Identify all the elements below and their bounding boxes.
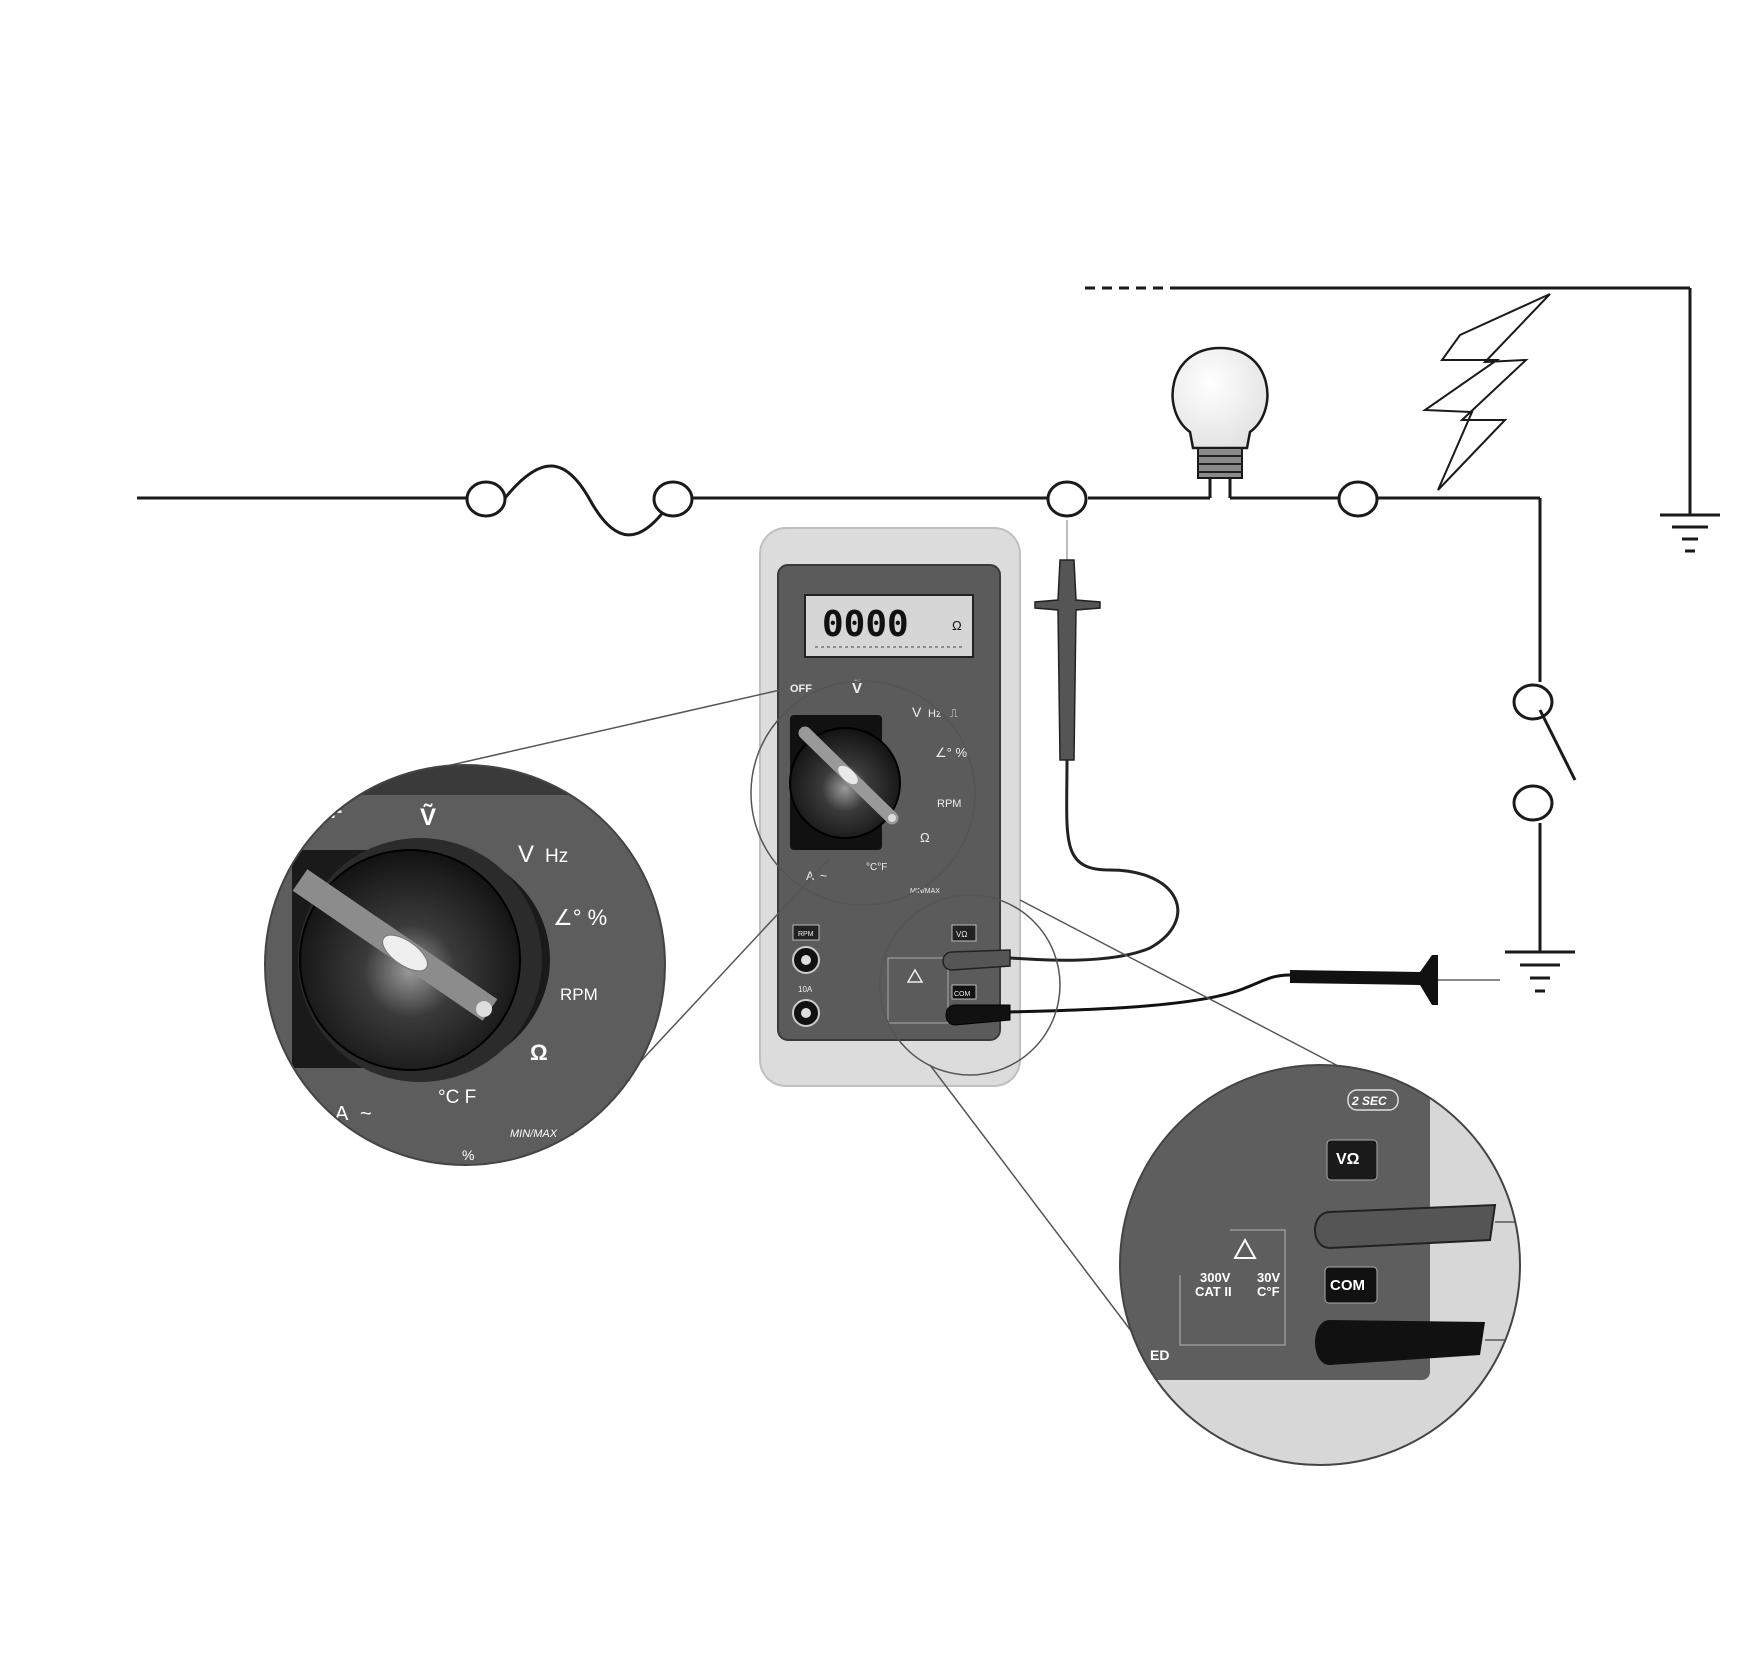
terminal-switch-bottom	[1512, 784, 1554, 822]
svg-text:RPM: RPM	[798, 931, 814, 938]
black-lead-plug	[945, 1004, 1011, 1026]
dial-label-amps-ac: ~	[820, 869, 827, 883]
black-test-probe[interactable]	[1290, 955, 1500, 1005]
dial-label-hz: Hz	[928, 708, 941, 720]
terminal-fuse-left	[465, 480, 507, 518]
red-lead-plug	[942, 949, 1011, 971]
jack-volt-ohm[interactable]: VΩ	[951, 924, 977, 942]
warning-icon	[1233, 1237, 1257, 1259]
zoom-label-amps-ac: ~	[360, 1103, 372, 1125]
callout-lines	[437, 680, 1366, 1341]
red-test-probe[interactable]	[1034, 520, 1101, 761]
svg-text:VΩ: VΩ	[956, 930, 967, 939]
terminal-test-point	[1046, 480, 1088, 518]
dial-label-rpm: RPM	[937, 798, 961, 810]
zoom-label-cat-rating-1: 300V	[1200, 1270, 1231, 1285]
ground-icon	[1660, 513, 1720, 553]
dial-label-duty: ⎍	[950, 708, 958, 720]
zoom-label-ohms: Ω	[530, 1040, 548, 1065]
black-test-lead-wire	[1009, 973, 1291, 1014]
zoom-label-com: COM	[1330, 1277, 1365, 1294]
zoom-label-temp-rating-1: 30V	[1257, 1270, 1280, 1285]
dial-label-amps: A	[806, 869, 814, 883]
terminal-bulb-right	[1337, 480, 1379, 518]
zoom-label-ac-volts: Ṽ	[420, 803, 436, 831]
zoom-label-temp-rating-2: C°F	[1257, 1284, 1280, 1299]
dial-label-min-max: MIN/MAX	[910, 888, 940, 895]
zoom-label-temp: °C F	[438, 1087, 476, 1108]
zoom-label-cat-rating-2: CAT II	[1195, 1284, 1232, 1299]
dial-label-dc-volts: V	[912, 704, 922, 720]
dial-label-dwell: ∠° %	[935, 745, 967, 760]
jack-10a[interactable]: 10A	[792, 985, 820, 1027]
jack-zoom-callout: 2 SEC VΩ COM 300V CAT II 30V C°F ED	[1119, 1064, 1521, 1466]
dial-zoom-callout: FF Ṽ V Hz ∠° % RPM Ω °C F A ~ MIN/MAX %	[264, 764, 666, 1166]
light-bulb-icon	[1171, 346, 1269, 498]
zoom-label-volt-ohm: VΩ	[1336, 1151, 1360, 1168]
circuit-wiring	[137, 286, 1692, 952]
jack-callout-ring	[879, 894, 1061, 1076]
zoom-label-off: FF	[318, 801, 342, 823]
zoom-label-hz: Hz	[545, 846, 568, 867]
lcd-unit: Ω	[952, 618, 962, 633]
lcd-reading: 0000	[822, 604, 909, 645]
zoom-label-rpm: RPM	[560, 985, 598, 1004]
zoom-label-bottom-row: %	[462, 1147, 474, 1163]
fuse-symbol	[503, 464, 674, 537]
dial-label-off: OFF	[790, 683, 812, 695]
jack-rpm[interactable]: RPM	[792, 924, 820, 974]
ground-icon	[1505, 950, 1575, 993]
zoom-label-two-sec: 2 SEC	[1351, 1094, 1387, 1108]
dial-label-ac-volts: Ṽ	[852, 679, 862, 697]
dial-callout-ring	[750, 680, 976, 906]
jack-com[interactable]: COM	[951, 984, 977, 1000]
terminal-fuse-right	[652, 480, 694, 518]
rotary-dial[interactable]	[789, 715, 901, 850]
terminal-switch-top	[1512, 683, 1554, 721]
zoom-label-dwell: ∠° %	[553, 905, 607, 930]
dial-label-temp: °C°F	[866, 862, 887, 873]
zoom-label-dc-volts: V	[518, 841, 534, 868]
red-test-lead-wire	[1009, 759, 1180, 962]
svg-text:10A: 10A	[798, 985, 813, 994]
zoom-label-fused: ED	[1150, 1347, 1169, 1363]
circuit-terminals	[465, 480, 1554, 822]
dial-label-ohms: Ω	[920, 830, 930, 845]
lightning-bolt-icon	[1421, 293, 1551, 491]
zoom-label-min-max: MIN/MAX	[510, 1128, 558, 1140]
switch-blade	[1538, 709, 1577, 781]
warning-icon	[906, 968, 924, 983]
multimeter: 0000 Ω OFF Ṽ V Hz ⎍ ∠° % RPM Ω °C°F A ~ …	[759, 527, 1021, 1087]
svg-text:COM: COM	[954, 991, 971, 998]
